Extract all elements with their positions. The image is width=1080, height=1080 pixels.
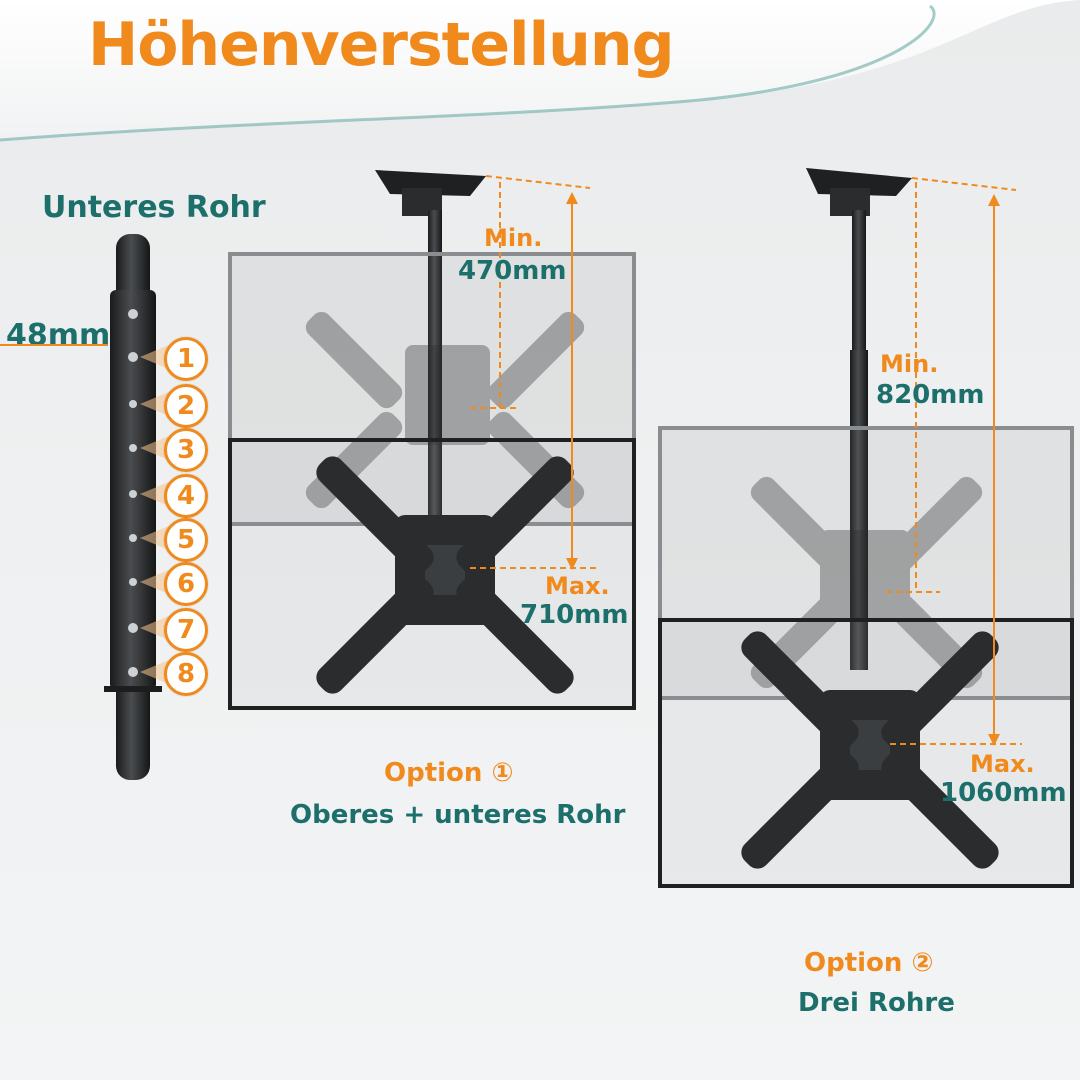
opt2-max-label: Max.: [970, 750, 1035, 778]
arrow-down: [988, 734, 1000, 746]
option2-title: Option ②: [804, 948, 934, 978]
opt1-min-label: Min.: [484, 224, 543, 252]
dim-ref-top: [485, 175, 591, 189]
tube-hole: [128, 623, 138, 633]
option1-title: Option ①: [384, 758, 514, 788]
page-title: Höhenverstellung: [88, 10, 675, 80]
position-badge-4: 4: [164, 474, 208, 518]
tube-hole: [128, 352, 138, 362]
tv-screen-min: [658, 426, 1074, 700]
tube-hole: [129, 400, 137, 408]
option1-subtitle: Oberes + unteres Rohr: [290, 800, 626, 830]
vesa-plate: [316, 456, 574, 694]
tube-hole: [129, 490, 137, 498]
position-badge-5: 5: [164, 518, 208, 562]
ceiling-edge-line: [0, 4, 936, 142]
opt2-min-label: Min.: [880, 350, 939, 378]
pole-upper: [428, 210, 442, 540]
ceiling-swoosh: [0, 0, 1080, 140]
pole-upper: [852, 210, 866, 350]
tube-hole: [129, 534, 137, 542]
tube-hole: [128, 309, 138, 319]
position-badge-8: 8: [164, 652, 208, 696]
opt1-max-label: Max.: [545, 572, 610, 600]
position-badge-7: 7: [164, 608, 208, 652]
opt1-max-value: 710mm: [520, 600, 629, 630]
arrow-up: [566, 192, 578, 204]
opt2-min-value: 820mm: [876, 380, 985, 410]
opt2-max-value: 1060mm: [940, 778, 1067, 808]
vesa-plate: [741, 631, 999, 869]
opt1-min-value: 470mm: [458, 256, 567, 286]
dim-ref-top: [911, 177, 1017, 191]
arrow-down: [566, 558, 578, 570]
tube-hole: [128, 667, 138, 677]
tube-label: Unteres Rohr: [42, 190, 266, 225]
arrow-up: [988, 194, 1000, 206]
position-badge-6: 6: [164, 562, 208, 606]
position-badge-2: 2: [164, 384, 208, 428]
tube-flange: [104, 686, 162, 692]
tube-hole: [129, 444, 137, 452]
diameter-label: 48mm: [6, 318, 111, 353]
position-badge-3: 3: [164, 428, 208, 472]
tube-hole: [129, 578, 137, 586]
option2-subtitle: Drei Rohre: [798, 988, 955, 1018]
position-badge-1: 1: [164, 337, 208, 381]
